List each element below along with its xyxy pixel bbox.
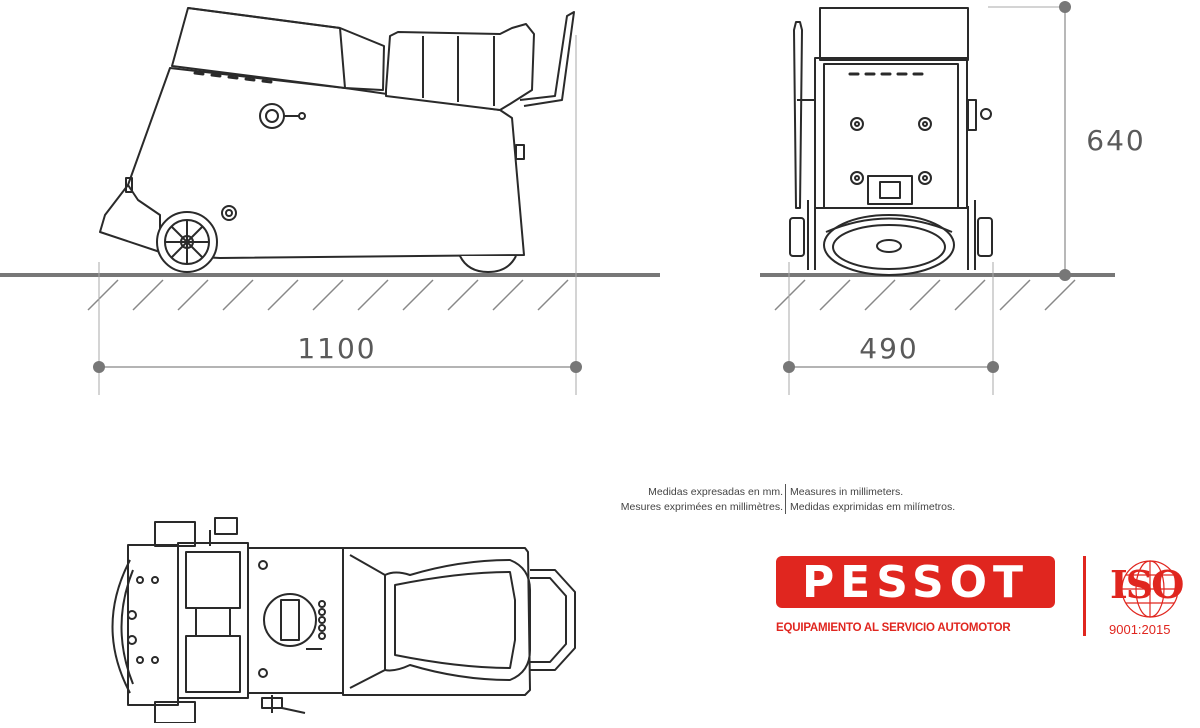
- top-front-block: [127, 544, 179, 706]
- note-fr: Mesures exprimées en millimètres.: [620, 501, 783, 513]
- note-divider: [785, 484, 786, 514]
- front-hood: [819, 7, 969, 61]
- iso-standard: 9001:2015: [1109, 622, 1171, 637]
- top-view: [111, 517, 576, 724]
- front-ground-hatch: [774, 279, 1076, 311]
- brand-divider: [1083, 556, 1086, 636]
- length-label: 1100: [297, 332, 376, 365]
- front-width-dimension: 490: [783, 262, 999, 395]
- top-seat: [342, 547, 531, 696]
- side-view: [0, 7, 660, 311]
- brand-name: PESSOT: [801, 556, 1030, 608]
- top-handle: [530, 569, 576, 671]
- iso-mark: ISO: [1110, 562, 1184, 607]
- width-label: 490: [859, 332, 918, 365]
- side-ground-hatch: [87, 279, 569, 311]
- front-handle: [793, 21, 803, 209]
- brand-tagline: EQUIPAMIENTO AL SERVICIO AUTOMOTOR: [776, 622, 1011, 634]
- side-seat: [385, 23, 535, 111]
- front-body: [814, 57, 968, 209]
- front-lower-frame: [807, 200, 976, 270]
- side-handle: [519, 11, 575, 107]
- note-es: Medidas expresadas en mm.: [648, 486, 783, 498]
- side-bolt: [221, 205, 237, 221]
- front-view: [760, 7, 1115, 311]
- side-dimension: 1100: [93, 35, 582, 395]
- side-control-knob: [259, 103, 306, 129]
- side-vents: [193, 71, 273, 84]
- note-en: Measures in millimeters.: [790, 486, 904, 498]
- side-front-skirt: [99, 184, 161, 253]
- top-control-knob: [263, 593, 317, 647]
- iso-globe-icon: [1121, 560, 1179, 618]
- brand-logo: PESSOT: [776, 556, 1055, 608]
- side-front-wheel: [156, 211, 218, 273]
- height-label: 640: [1086, 124, 1145, 157]
- side-rear-wheel: [459, 255, 517, 273]
- height-dimension: 640: [988, 1, 1145, 281]
- note-pt: Medidas exprimidas em milímetros.: [790, 501, 956, 513]
- top-disc: [111, 559, 131, 694]
